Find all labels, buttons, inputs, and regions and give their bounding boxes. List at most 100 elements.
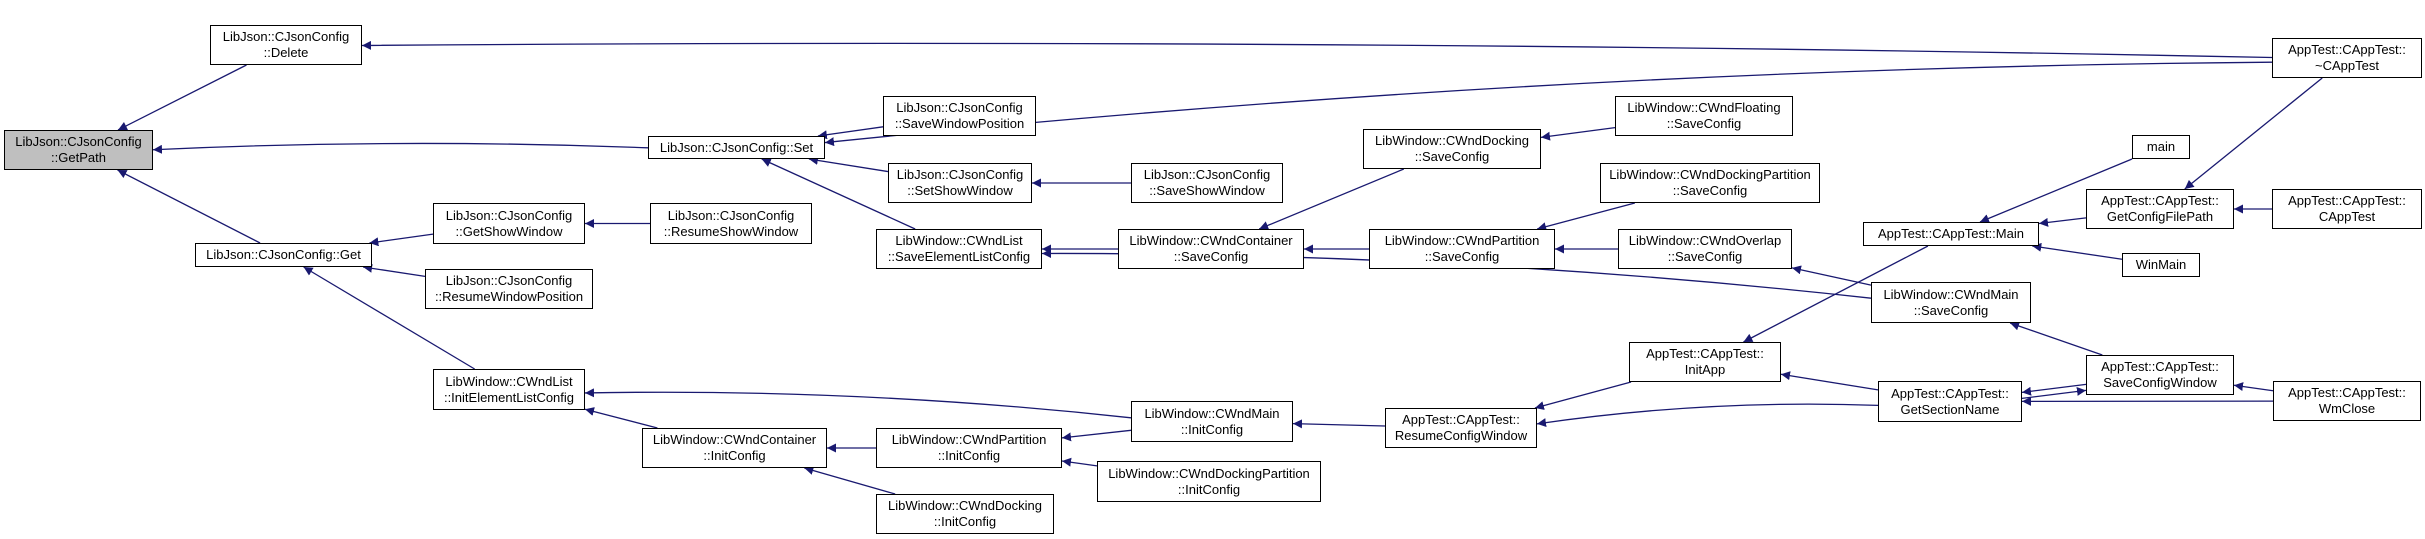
node-label: ::SaveConfig xyxy=(1666,116,1742,131)
node-label: LibWindow::CWndContainer xyxy=(1129,233,1293,248)
edge-wndmaininit-to-initlist xyxy=(584,388,1132,419)
node-capptest-constructor[interactable]: AppTest::CAppTest::CAppTest xyxy=(2272,189,2422,229)
node-label: main xyxy=(2146,139,2176,154)
node-cwndlist-saveelementlistconfig[interactable]: LibWindow::CWndList::SaveElementListConf… xyxy=(876,229,1042,269)
node-cjsonconfig-delete[interactable]: LibJson::CJsonConfig::Delete xyxy=(210,25,362,65)
node-cwndfloating-saveconfig[interactable]: LibWindow::CWndFloating::SaveConfig xyxy=(1615,96,1793,136)
node-capptest-destructor[interactable]: AppTest::CAppTest::~CAppTest xyxy=(2272,38,2422,78)
node-label: ::InitElementListConfig xyxy=(443,389,575,405)
edge-delete-to-getpath xyxy=(117,64,247,131)
node-label: AppTest::CAppTest::Main xyxy=(1878,226,2024,241)
node-label: LibJson::CJsonConfig xyxy=(1143,167,1271,182)
node-label: LibWindow::CWndDocking xyxy=(1375,133,1529,148)
node-cwndcontainer-saveconfig[interactable]: LibWindow::CWndContainer::SaveConfig xyxy=(1118,229,1304,269)
node-label: LibJson::CJsonConfig xyxy=(15,134,142,149)
node-cjsonconfig-getshowwindow[interactable]: LibJson::CJsonConfig::GetShowWindow xyxy=(433,203,585,244)
node-cjsonconfig-setshowwindow[interactable]: LibJson::CJsonConfig::SetShowWindow xyxy=(888,163,1032,203)
node-label: ::SaveElementListConfig xyxy=(887,249,1031,264)
node-label: ::InitConfig xyxy=(1177,481,1241,497)
node-label: LibJson::CJsonConfig xyxy=(667,207,795,223)
node-label: LibJson::CJsonConfig xyxy=(445,207,573,223)
node-winmain[interactable]: WinMain xyxy=(2122,253,2200,277)
node-capptest-main[interactable]: AppTest::CAppTest::Main xyxy=(1863,222,2039,246)
node-label: GetSectionName xyxy=(1900,401,2000,417)
node-capptest-getsectionname[interactable]: AppTest::CAppTest::GetSectionName xyxy=(1878,381,2022,422)
node-label: ::SaveWindowPosition xyxy=(894,116,1025,131)
node-label: ::SaveConfig xyxy=(1173,249,1249,264)
edge-savewinpos-to-set xyxy=(817,126,884,140)
node-cjsonconfig-getpath[interactable]: LibJson::CJsonConfig::GetPath xyxy=(4,130,153,170)
node-label: LibWindow::CWndPartition xyxy=(1384,233,1540,248)
edge-dockpartinit-to-partitioninit xyxy=(1061,457,1098,467)
node-cwndlist-initelementlistconfig[interactable]: LibWindow::CWndList::InitElementListConf… xyxy=(433,369,585,410)
node-capptest-saveconfigwindow[interactable]: AppTest::CAppTest::SaveConfigWindow xyxy=(2086,355,2234,395)
edge-cappdtor-to-set xyxy=(824,61,2273,147)
edge-getcfgpath-to-apptestmain xyxy=(2038,217,2087,227)
node-cjsonconfig-savewindowposition[interactable]: LibJson::CJsonConfig::SaveWindowPosition xyxy=(883,96,1036,136)
node-cwndmain-saveconfig[interactable]: LibWindow::CWndMain::SaveConfig xyxy=(1871,282,2031,323)
node-label: LibJson::CJsonConfig::Set xyxy=(659,139,814,155)
edge-cappdtor-to-delete xyxy=(361,40,2273,59)
node-label: LibWindow::CWndDockingPartition xyxy=(1108,465,1310,481)
node-cwndcontainer-initconfig[interactable]: LibWindow::CWndContainer::InitConfig xyxy=(642,428,827,468)
edge-wndmainsave-to-overlapsave xyxy=(1791,265,1872,286)
node-cjsonconfig-get[interactable]: LibJson::CJsonConfig::Get xyxy=(195,243,372,267)
node-main[interactable]: main xyxy=(2132,135,2190,159)
edge-initlist-to-get xyxy=(303,266,475,370)
node-cjsonconfig-resumewindowposition[interactable]: LibJson::CJsonConfig::ResumeWindowPositi… xyxy=(425,269,593,309)
edge-savecfgwin-to-wndmainsave xyxy=(2009,321,2103,356)
node-label: LibWindow::CWndMain xyxy=(1144,405,1280,421)
edge-apptestmain-to-initapp xyxy=(1743,245,1929,343)
node-label: ::InitConfig xyxy=(703,448,766,463)
node-label: LibWindow::CWndList xyxy=(895,233,1023,248)
node-cwnddocking-saveconfig[interactable]: LibWindow::CWndDocking::SaveConfig xyxy=(1363,129,1541,169)
node-label: ::InitConfig xyxy=(1180,421,1244,437)
edge-get-to-getpath xyxy=(117,169,261,244)
node-capptest-resumeconfigwindow[interactable]: AppTest::CAppTest::ResumeConfigWindow xyxy=(1385,408,1537,448)
node-capptest-getconfigfilepath[interactable]: AppTest::CAppTest::GetConfigFilePath xyxy=(2086,189,2234,229)
node-cjsonconfig-saveshowwindow[interactable]: LibJson::CJsonConfig::SaveShowWindow xyxy=(1131,163,1283,203)
edge-floatingsave-to-dockingsave xyxy=(1540,127,1616,141)
node-label: AppTest::CAppTest:: xyxy=(2101,193,2219,208)
node-cwnddockingpartition-initconfig[interactable]: LibWindow::CWndDockingPartition::InitCon… xyxy=(1097,461,1321,502)
node-label: LibWindow::CWndList xyxy=(445,373,573,389)
node-label: AppTest::CAppTest:: xyxy=(2288,193,2406,208)
node-cwndmain-initconfig[interactable]: LibWindow::CWndMain::InitConfig xyxy=(1131,401,1293,442)
node-label: ::SaveConfig xyxy=(1667,249,1743,264)
edge-cappdtor-to-getcfgpath xyxy=(2184,77,2323,190)
node-label: LibWindow::CWndFloating xyxy=(1627,100,1781,115)
node-label: AppTest::CAppTest:: xyxy=(2288,385,2406,400)
node-label: ::ResumeShowWindow xyxy=(663,223,799,239)
node-label: LibWindow::CWndContainer xyxy=(652,432,817,447)
node-label: WmClose xyxy=(2318,401,2376,416)
node-cwnddockingpartition-saveconfig[interactable]: LibWindow::CWndDockingPartition::SaveCon… xyxy=(1600,163,1820,203)
node-label: LibWindow::CWndOverlap xyxy=(1628,233,1782,248)
node-label: InitApp xyxy=(1684,362,1726,377)
node-capptest-initapp[interactable]: AppTest::CAppTest::InitApp xyxy=(1629,342,1781,382)
node-cwndoverlap-saveconfig[interactable]: LibWindow::CWndOverlap::SaveConfig xyxy=(1618,229,1792,269)
edge-set-to-getpath xyxy=(152,142,649,154)
node-cjsonconfig-set[interactable]: LibJson::CJsonConfig::Set xyxy=(648,136,825,159)
node-cwndpartition-initconfig[interactable]: LibWindow::CWndPartition::InitConfig xyxy=(876,428,1062,468)
edge-getsection-to-resumeconfig xyxy=(1536,403,1879,428)
node-label: LibJson::CJsonConfig xyxy=(896,100,1023,115)
edge-savecfgwin-to-getsection xyxy=(2021,383,2087,396)
node-label: ::GetPath xyxy=(51,150,106,165)
node-cjsonconfig-resumeshowwindow[interactable]: LibJson::CJsonConfig::ResumeShowWindow xyxy=(650,203,812,244)
node-label: LibWindow::CWndDockingPartition xyxy=(1609,167,1811,182)
edge-wndmaininit-to-partitioninit xyxy=(1061,429,1132,442)
node-label: CAppTest xyxy=(2318,209,2376,224)
edge-resumeconfig-to-wndmaininit xyxy=(1292,419,1386,429)
node-capptest-wmclose[interactable]: AppTest::CAppTest::WmClose xyxy=(2273,381,2421,421)
edge-winmain-to-apptestmain xyxy=(2032,242,2123,260)
edge-dockpartsave-to-partitionsave xyxy=(1536,202,1636,232)
node-label: LibWindow::CWndDocking xyxy=(888,498,1042,513)
edge-mainfn-to-apptestmain xyxy=(1979,158,2133,223)
node-label: SaveConfigWindow xyxy=(2103,375,2217,390)
node-label: AppTest::CAppTest:: xyxy=(1891,385,2009,401)
node-label: ::SaveConfig xyxy=(1913,302,1989,318)
node-label: AppTest::CAppTest:: xyxy=(2288,42,2406,57)
node-cwnddocking-initconfig[interactable]: LibWindow::CWndDocking::InitConfig xyxy=(876,494,1054,534)
node-label: ::ResumeWindowPosition xyxy=(434,289,584,304)
node-cwndpartition-saveconfig[interactable]: LibWindow::CWndPartition::SaveConfig xyxy=(1369,229,1555,269)
